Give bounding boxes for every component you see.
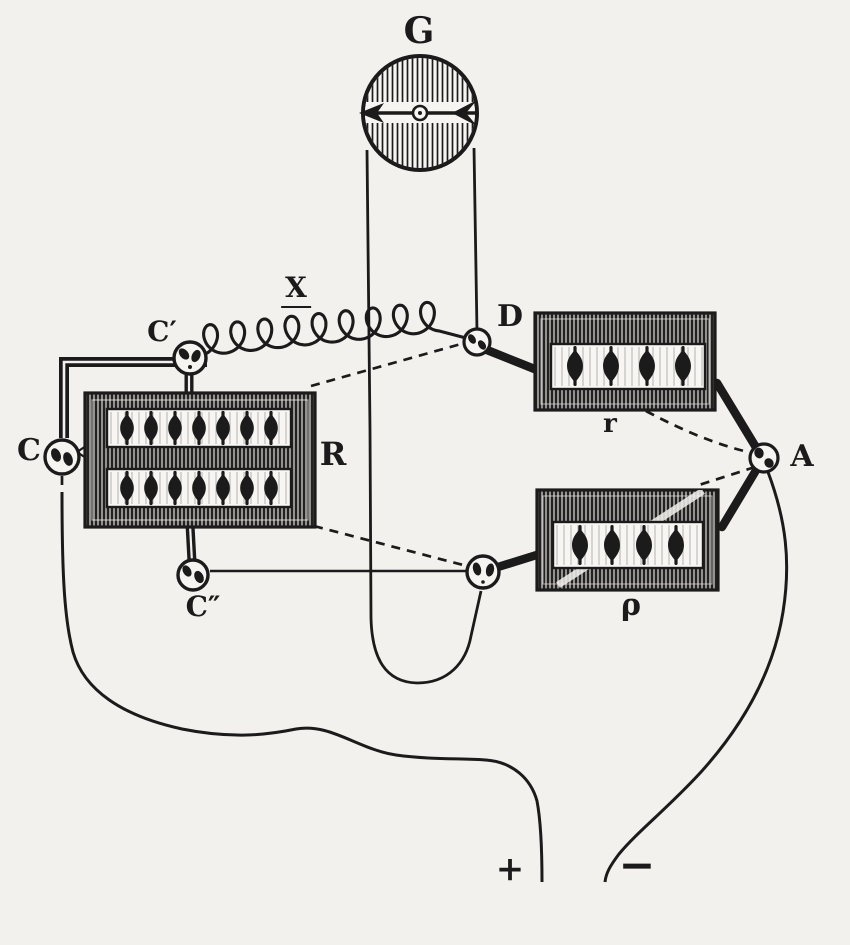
terminal-junction (465, 554, 501, 590)
link-rho-to-a (717, 462, 763, 532)
terminal-a (748, 442, 780, 474)
battery-lead-negative (603, 471, 789, 883)
resistance-plugs (567, 346, 691, 386)
battery-lead-positive (60, 491, 544, 883)
link-d-to-rsmall (482, 345, 547, 377)
label-coil-text: X (281, 271, 311, 308)
label-box-small: r (603, 409, 617, 439)
wire-galvanometer-left (365, 149, 483, 685)
coil-x (196, 300, 467, 358)
strip-ticks (554, 347, 703, 386)
link-rsmall-to-a (712, 378, 762, 454)
wire-galvanometer-right (472, 147, 479, 333)
galvanometer (359, 54, 479, 172)
dashed-rsmall-to-a (645, 409, 749, 454)
label-terminal-c-double-prime: C″ (185, 590, 221, 623)
resistance-box-rho (535, 488, 720, 592)
label-box-large: R (319, 435, 347, 473)
resistance-plugs (572, 525, 684, 565)
label-terminal-d: D (496, 299, 524, 334)
resistance-plugs (120, 410, 278, 446)
label-terminal-a: A (790, 439, 814, 474)
dashed-a-to-rho (695, 465, 756, 488)
terminal-d (462, 327, 492, 357)
resistance-plugs (120, 470, 278, 506)
dashed-r-box-to-junction (313, 524, 464, 567)
stem-r-box-to-cdoubleprime (185, 524, 197, 563)
label-battery-positive: + (495, 849, 525, 889)
wire-cprime-to-c (59, 357, 207, 438)
terminal-c-prime (172, 340, 208, 376)
resistance-box-R (83, 391, 317, 529)
label-box-rho: ρ (621, 588, 641, 623)
label-terminal-c: C (17, 433, 41, 468)
label-terminal-c-prime: C′ (147, 315, 177, 348)
dashed-r-box-to-d (310, 342, 462, 388)
label-battery-negative: − (618, 840, 656, 891)
terminal-c (43, 438, 81, 476)
resistance-box-r (533, 311, 717, 412)
label-galvanometer: G (403, 10, 435, 52)
label-coil: X (281, 271, 311, 308)
terminal-c-double-prime (176, 558, 210, 592)
